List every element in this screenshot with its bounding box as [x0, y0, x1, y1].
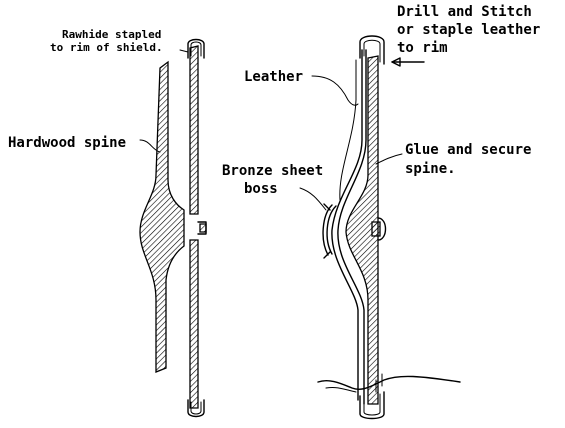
assembled-spine: [345, 55, 379, 405]
drill-stitch-label-line1: Drill and Stitch: [397, 4, 532, 20]
drill-stitch-label-line3: to rim: [397, 40, 448, 56]
glue-leader: [375, 153, 403, 165]
drill-stitch-label-line2: or staple leather: [397, 22, 540, 38]
leather-leader: [311, 75, 359, 106]
assembled-rim-top: [359, 35, 385, 65]
bronze-boss-label-line1: Bronze sheet: [222, 163, 323, 179]
assembled-center-detail: [377, 217, 387, 241]
bronze-boss-flange: [323, 203, 331, 259]
right-assembled-view: [299, 35, 461, 420]
rawhide-cap-bottom: [187, 399, 205, 418]
rawhide-leader: [179, 49, 189, 53]
shield-board-bottom: [189, 239, 199, 409]
rawhide-label-line2: to rim of shield.: [50, 41, 163, 54]
bronze-boss: [322, 204, 333, 256]
bronze-boss-leader: [299, 187, 327, 211]
glue-secure-label-line1: Glue and secure: [405, 142, 531, 158]
assembled-rim-bottom: [359, 391, 385, 420]
glue-secure-label-line2: spine.: [405, 161, 456, 177]
rawhide-label-line1: Rawhide stapled: [62, 28, 161, 41]
left-exploded-view: [139, 38, 207, 418]
rawhide-cap-top: [187, 38, 205, 59]
shield-board-top: [189, 45, 199, 215]
hardwood-spine-piece: [139, 60, 185, 373]
hardwood-spine-leader: [139, 139, 161, 153]
bronze-boss-label-line2: boss: [244, 181, 278, 197]
leather-label: Leather: [244, 69, 303, 85]
bottom-squiggle: [317, 375, 461, 390]
hardwood-spine-label: Hardwood spine: [8, 135, 126, 151]
leather-cover: [331, 49, 363, 401]
